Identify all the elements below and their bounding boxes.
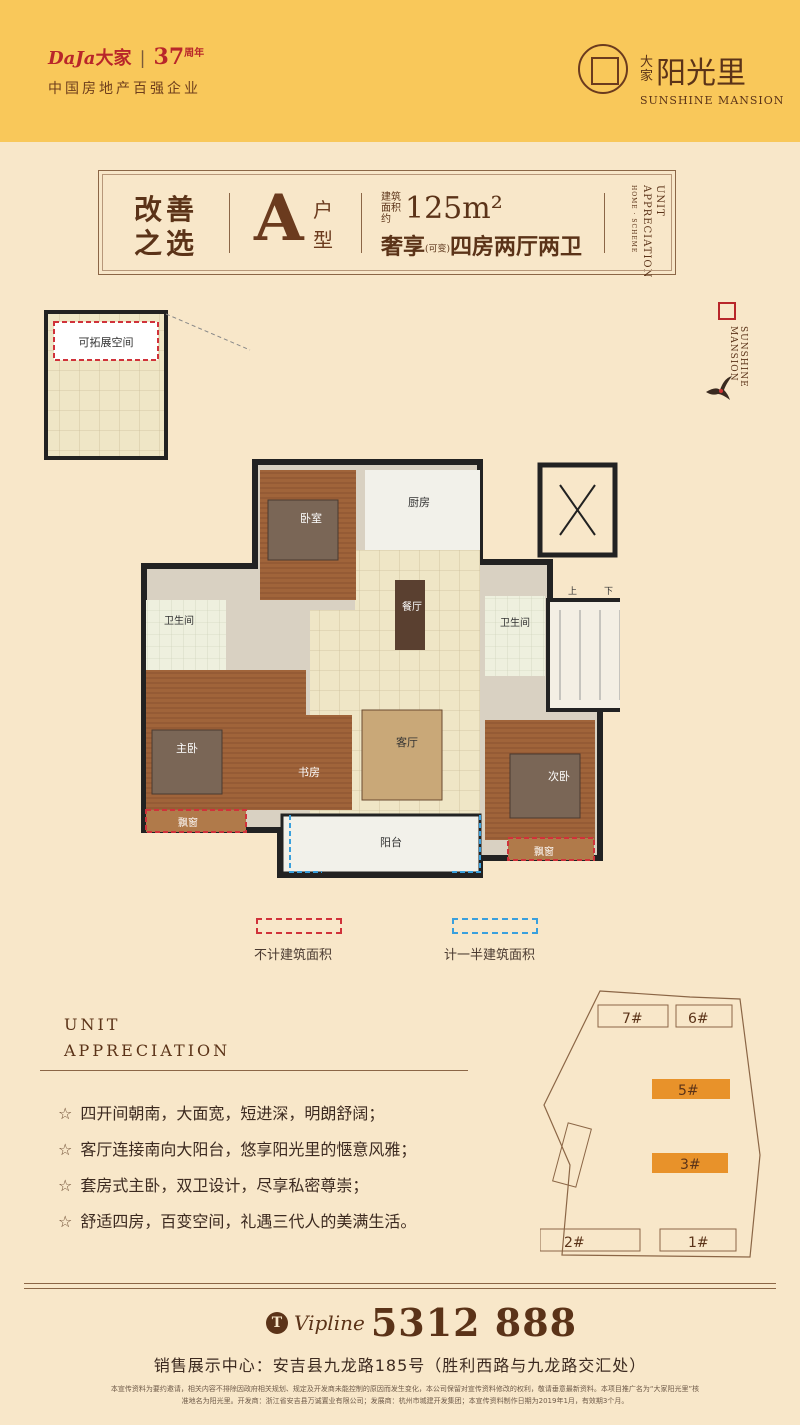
- brand-tagline: 中国房地产百强企业: [48, 81, 201, 97]
- building-label: 1#: [688, 1235, 709, 1251]
- swallow-icon: [706, 376, 732, 400]
- unit-appreciation-vertical: UNIT APPRECIATION HOME · SCHEME: [630, 185, 665, 279]
- bathroom-1: [146, 600, 226, 670]
- side-mansion-text: SUNSHINE MANSION: [728, 326, 748, 388]
- bathroom-2: [485, 596, 545, 676]
- project-logo: 大家阳光里 SUNSHINE MANSION: [640, 55, 785, 108]
- elevator: [537, 462, 618, 558]
- legend-label-red: 不计建筑面积: [254, 948, 333, 963]
- room-label-expand: 可拓展空间: [79, 335, 134, 349]
- room-label-bay-2: 飘窗: [534, 845, 554, 858]
- building-5: [652, 1079, 730, 1099]
- header-banner: DaJa大家|37周年 中国房地产百强企业 大家阳光里 SUNSHINE MAN…: [0, 0, 800, 142]
- feature-item: ☆套房式主卧，双卫设计，尽享私密尊崇；: [58, 1176, 369, 1195]
- unit-layout: 奢享(可变)四房两厅两卫: [381, 234, 583, 260]
- building-3: [652, 1153, 728, 1173]
- room-label-balcony: 阳台: [380, 835, 402, 849]
- stair-down-label: 下: [604, 587, 613, 597]
- room-label-bath-2: 卫生间: [500, 616, 530, 629]
- star-icon: ☆: [58, 1176, 73, 1195]
- balcony: [280, 813, 482, 875]
- dining-table: [395, 580, 425, 650]
- building-label: 3#: [680, 1157, 701, 1173]
- feature-item: ☆客厅连接南向大阳台，悠享阳光里的惬意风雅；: [58, 1140, 417, 1159]
- legend-swatch-blue: [452, 918, 538, 934]
- star-icon: ☆: [58, 1212, 73, 1231]
- slogan: 改善 之选: [134, 193, 199, 260]
- room-label-kitchen: 厨房: [408, 496, 430, 509]
- brand-logo: DaJa大家|37周年: [48, 44, 205, 70]
- room-label-second: 次卧: [548, 769, 570, 783]
- feature-item: ☆四开间朝南，大面宽，短进深，明朗舒阔；: [58, 1104, 385, 1123]
- study: [272, 715, 352, 810]
- building-label: 6#: [688, 1011, 709, 1027]
- project-seal-icon: [578, 44, 628, 94]
- room-label-living: 客厅: [396, 735, 418, 749]
- building-1: [659, 1228, 737, 1252]
- phone-icon: T: [266, 1311, 288, 1334]
- phone-number: 5312 888: [370, 1300, 578, 1345]
- legend-swatch-red: [256, 918, 342, 934]
- disclaimer: 本宣传资料为要约邀请，相关内容不排除因政府相关规划、规定及开发商未能控制的原因而…: [110, 1385, 700, 1405]
- stair-up-label: 上: [568, 586, 577, 597]
- star-icon: ☆: [58, 1140, 73, 1159]
- building-7: [597, 1004, 669, 1028]
- side-seal-icon: [718, 302, 736, 320]
- living-sofa: [361, 709, 443, 801]
- site-plan: 7# 6# 5# 3# 2# 1#: [540, 990, 761, 1258]
- unit-word: 户型: [313, 198, 333, 252]
- building-label: 7#: [622, 1011, 643, 1027]
- appreciation-heading: UNIT APPRECIATION: [64, 1015, 231, 1060]
- kitchen: [365, 470, 480, 550]
- room-label-bath-1: 卫生间: [164, 614, 194, 627]
- floor-plan: 可拓展空间 上 下 卧室 厨房 卫生间 餐厅 卫生间 主卧 书房 客厅 次卧 阳…: [44, 310, 620, 878]
- star-icon: ☆: [58, 1104, 73, 1123]
- legend-label-blue: 计一半建筑面积: [444, 948, 536, 963]
- room-label-bay-1: 飘窗: [178, 816, 198, 829]
- building-label: 5#: [678, 1083, 699, 1099]
- feature-item: ☆舒适四房，百变空间，礼遇三代人的美满生活。: [58, 1212, 417, 1231]
- sales-address: 销售展示中心：安吉县九龙路185号（胜利西路与九龙路交汇处）: [153, 1356, 647, 1375]
- room-label-dining: 餐厅: [402, 600, 422, 613]
- room-label-master: 主卧: [176, 742, 198, 755]
- building-6: [675, 1004, 733, 1028]
- room-label-bedroom: 卧室: [300, 511, 322, 525]
- building-label: 2#: [564, 1235, 585, 1251]
- unit-letter: A: [254, 181, 304, 256]
- stairwell: [546, 598, 620, 712]
- building-2: [540, 1228, 641, 1252]
- room-label-study: 书房: [298, 766, 320, 779]
